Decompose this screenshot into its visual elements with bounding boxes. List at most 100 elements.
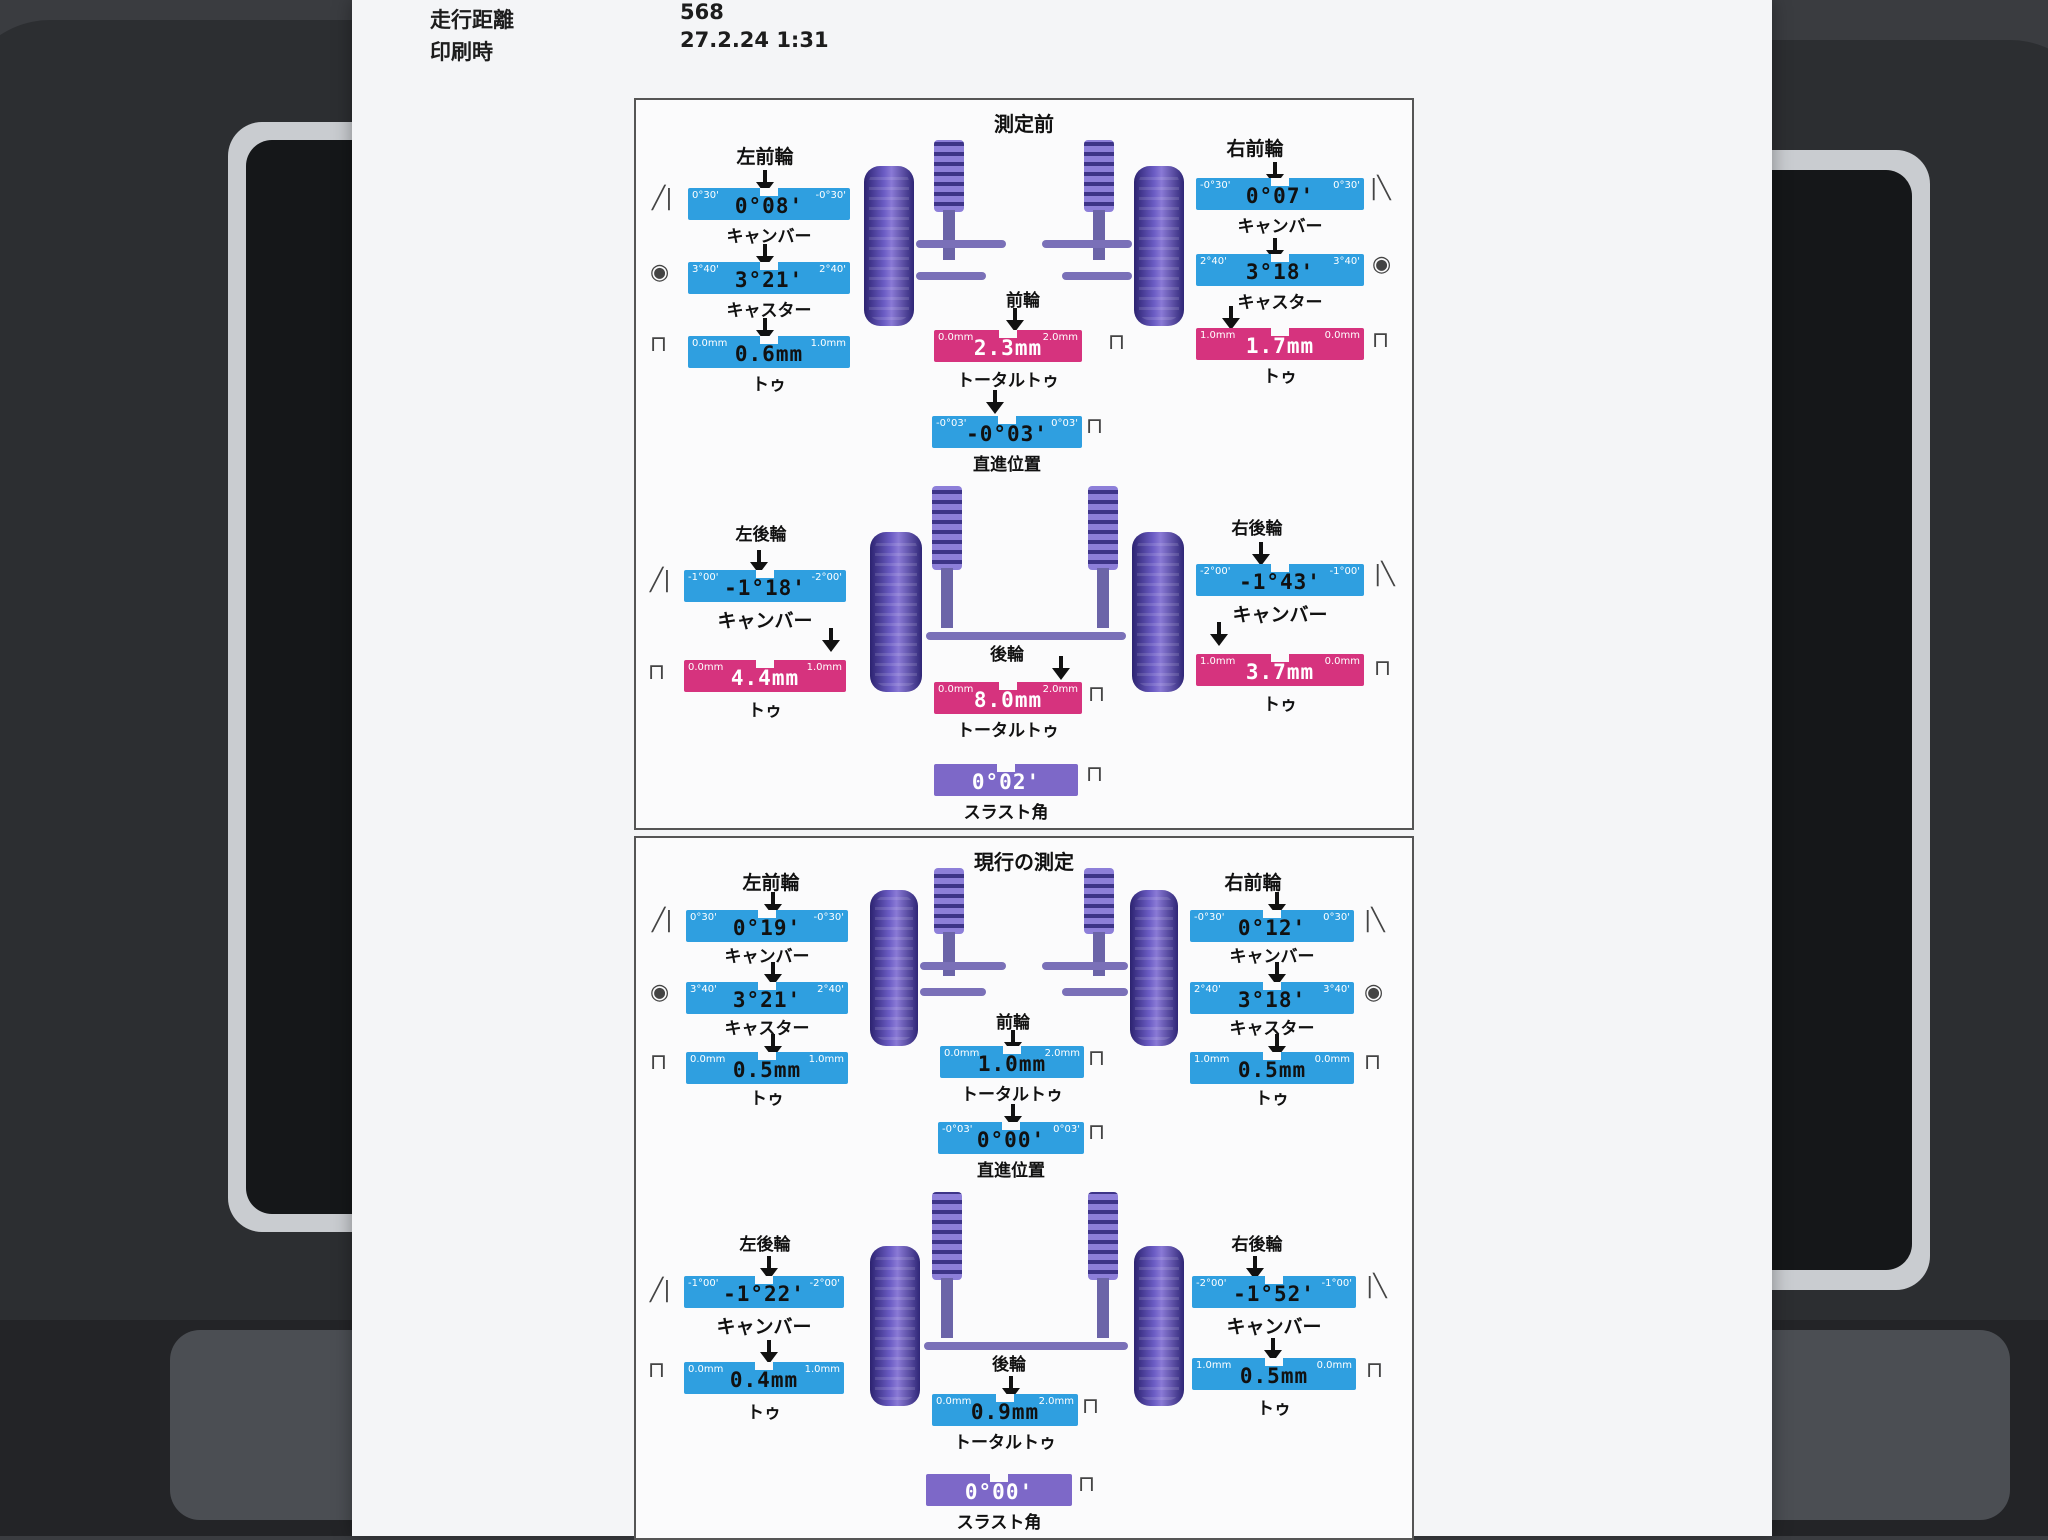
mileage-label: 走行距離: [430, 8, 514, 32]
camber-caption: キャンバー: [1226, 1316, 1322, 1338]
total-toe-caption: トータルトゥ: [961, 1085, 1063, 1105]
toe-caption: トゥ: [1257, 1399, 1291, 1419]
lf-caster-gauge: 3°40'2°40' 3°21': [688, 262, 850, 294]
rr-camber-gauge: -2°00'-1°00' -1°43': [1196, 564, 1364, 596]
toe-icon: ⊓: [1088, 1046, 1106, 1071]
toe-icon: ⊓: [648, 660, 666, 685]
toe-icon: ⊓: [1364, 1050, 1382, 1075]
right-front-label: 右前輪: [1226, 138, 1284, 160]
toe-caption: トゥ: [1255, 1089, 1289, 1109]
straight-caption: 直進位置: [973, 455, 1041, 475]
rear-right-spring: [1088, 1192, 1118, 1280]
caster-icon: ◉: [1372, 252, 1392, 277]
toe-caption: トゥ: [1263, 695, 1297, 715]
rear-right-strut: [1097, 568, 1109, 628]
total-toe-caption: トータルトゥ: [954, 1433, 1056, 1453]
front-left-spring: [934, 868, 964, 934]
rear-right-strut: [1097, 1278, 1109, 1338]
left-rear-label: 左後輪: [735, 525, 787, 545]
rear-right-spring: [1088, 486, 1118, 570]
toe-caption: トゥ: [1263, 367, 1297, 387]
front-left-tire: [864, 166, 914, 326]
front-right-spring: [1084, 868, 1114, 934]
front-left-strut: [943, 210, 955, 260]
rear-left-strut: [941, 568, 953, 628]
mileage-value: 568: [680, 0, 724, 24]
total-toe-caption: トータルトゥ: [957, 721, 1059, 741]
arrow-down-icon: [1222, 306, 1240, 330]
steering-icon: ⊓: [1088, 1120, 1106, 1145]
thrust-gauge: 0°02': [934, 764, 1078, 796]
camber-caption: キャンバー: [1229, 947, 1315, 967]
camber-caption: キャンバー: [724, 947, 810, 967]
panel-title: 測定前: [994, 112, 1054, 136]
front-right-strut: [1093, 210, 1105, 260]
toe-icon: ⊓: [1088, 682, 1106, 707]
rear-left-tire: [870, 532, 922, 692]
total-toe-caption: トータルトゥ: [957, 371, 1059, 391]
rear-left-spring: [932, 1192, 962, 1280]
rf-camber-gauge: -0°30'0°30' 0°12': [1190, 910, 1354, 942]
left-rear-label: 左後輪: [739, 1235, 791, 1255]
camber-caption: キャンバー: [1237, 217, 1323, 237]
rear-right-tire: [1132, 532, 1184, 692]
toe-icon: ⊓: [648, 1358, 666, 1383]
front-left-arm: [916, 272, 986, 280]
rear-axle-label: 後輪: [992, 1355, 1026, 1375]
caster-icon: ◉: [1364, 980, 1384, 1005]
lf-caster-gauge: 3°40'2°40' 3°21': [686, 982, 848, 1014]
panel-before: 測定前 左前輪 ╱| 0°30'-0°30' 0°08' キャンバー ◉ 3°4…: [634, 98, 1414, 830]
rear-axle-label: 後輪: [990, 645, 1024, 665]
front-right-arm: [1062, 988, 1128, 996]
print-time-value: 27.2.24 1:31: [680, 28, 829, 52]
rf-caster-gauge: 2°40'3°40' 3°18': [1190, 982, 1354, 1014]
front-left-tire: [870, 890, 918, 1046]
front-axle-label: 前輪: [996, 1013, 1030, 1033]
front-right-tire: [1130, 890, 1178, 1046]
caster-icon: ◉: [650, 980, 670, 1005]
camber-icon: |╲: [1370, 176, 1391, 201]
front-left-driveshaft: [916, 240, 1006, 248]
toe-icon: ⊓: [1366, 1358, 1384, 1383]
toe-caption: トゥ: [750, 1089, 784, 1109]
left-front-label: 左前輪: [736, 146, 794, 168]
rear-left-spring: [932, 486, 962, 570]
rf-camber-gauge: -0°30'0°30' 0°07': [1196, 178, 1364, 210]
front-left-arm: [920, 988, 986, 996]
rear-left-tire: [870, 1246, 920, 1406]
arrow-down-icon: [760, 1340, 778, 1364]
camber-caption: キャンバー: [1232, 604, 1328, 626]
camber-caption: キャンバー: [717, 610, 813, 632]
toe-caption: トゥ: [748, 701, 782, 721]
front-left-driveshaft: [920, 962, 1006, 970]
arrow-down-icon: [1006, 308, 1024, 332]
lr-camber-gauge: -1°00'-2°00' -1°18': [684, 570, 846, 602]
toe-caption: トゥ: [747, 1403, 781, 1423]
front-right-driveshaft: [1042, 240, 1132, 248]
lf-camber-gauge: 0°30'-0°30' 0°19': [686, 910, 848, 942]
thrust-caption: スラスト角: [956, 1513, 1042, 1533]
rear-right-tire: [1134, 1246, 1184, 1406]
steering-icon: ⊓: [1086, 414, 1104, 439]
camber-icon: ╱|: [652, 186, 673, 211]
caster-caption: キャスター: [726, 301, 812, 321]
straight-gauge: -0°03'0°03' -0°03': [932, 416, 1082, 448]
toe-icon: ⊓: [1108, 330, 1126, 355]
rear-beam: [924, 1342, 1128, 1350]
panel-current: 現行の測定 左前輪 ╱| 0°30'-0°30' 0°19' キャンバー ◉ 3…: [634, 836, 1414, 1540]
left-front-label: 左前輪: [742, 872, 800, 894]
panel-title: 現行の測定: [974, 850, 1074, 874]
arrow-down-icon: [1210, 622, 1228, 646]
toe-icon: ⊓: [650, 1050, 668, 1075]
straight-gauge: -0°03'0°03' 0°00': [938, 1122, 1084, 1154]
caster-caption: キャスター: [724, 1019, 810, 1039]
thrust-gauge: 0°00': [926, 1474, 1072, 1506]
